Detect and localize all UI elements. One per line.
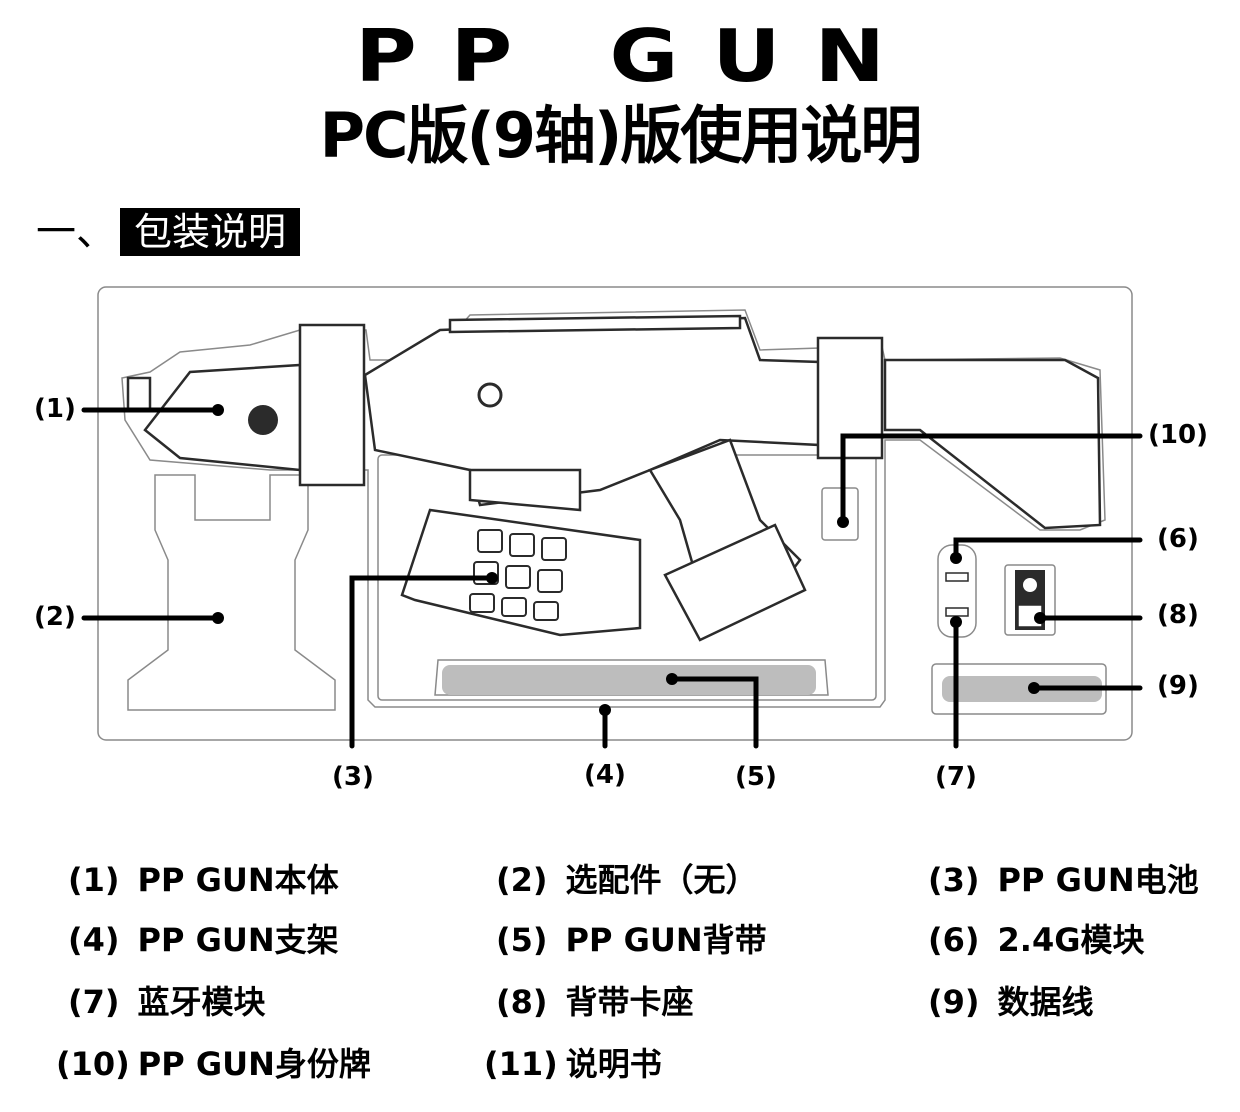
- grip-tag: [663, 523, 807, 642]
- barrel-tip: [126, 376, 152, 412]
- parts-legend: (1)PP GUN本体 (2)选配件（无） (3)PP GUN电池 (4)PP …: [0, 850, 1240, 1100]
- section-heading: 一、 包装说明: [36, 206, 301, 258]
- packaging-diagram: [81, 286, 1143, 749]
- gun-body: [126, 314, 1102, 642]
- page-title: PC版(9轴)版使用说明: [319, 99, 923, 172]
- legend-item: (9)数据线: [928, 983, 1094, 1021]
- stock: [883, 358, 1102, 530]
- battery-grid: [469, 529, 567, 621]
- top-rail: [448, 314, 742, 334]
- leader-6: [953, 537, 1143, 561]
- clip-cavity: [1004, 564, 1056, 636]
- module-slot-top: [945, 572, 969, 582]
- joystick-icon: [248, 405, 278, 435]
- legend-item: (1)PP GUN本体: [68, 861, 339, 899]
- foam-block-right: [816, 336, 884, 460]
- power-button-icon: [477, 382, 503, 408]
- legend-item: (3)PP GUN电池: [928, 861, 1199, 899]
- leader-3: [349, 575, 495, 749]
- leader-dots: [212, 404, 1046, 716]
- callout-7: (7): [935, 762, 977, 792]
- callout-6: (6): [1157, 524, 1199, 554]
- strap-fill: [442, 665, 816, 695]
- callout-9: (9): [1157, 671, 1199, 701]
- legend-item: (4)PP GUN支架: [68, 921, 339, 959]
- receiver: [363, 316, 822, 507]
- callout-3: (3): [332, 762, 374, 792]
- leader-5: [669, 676, 759, 749]
- callout-1: (1): [34, 394, 76, 424]
- callout-10: (10): [1148, 420, 1208, 450]
- legend-item: (5)PP GUN背带: [496, 921, 767, 959]
- legend-item: (11)说明书: [484, 1045, 662, 1083]
- legend-item: (2)选配件（无）: [496, 861, 758, 899]
- clip-hole: [1023, 578, 1037, 592]
- brand-title: PP GUN: [355, 13, 919, 99]
- tag-slot: [821, 487, 859, 541]
- cable-fill: [942, 676, 1102, 702]
- callout-8: (8): [1157, 600, 1199, 630]
- battery: [400, 508, 642, 637]
- foam-block-left: [298, 323, 366, 487]
- legend-item: (10)PP GUN身份牌: [56, 1045, 371, 1083]
- legend-item: (6)2.4G模块: [928, 921, 1145, 959]
- strap-tray-outline: [434, 659, 829, 696]
- section-number: 一、: [36, 209, 116, 255]
- callout-5: (5): [735, 762, 777, 792]
- callout-4: (4): [584, 760, 626, 790]
- legend-item: (7)蓝牙模块: [68, 983, 266, 1021]
- accessory-cavity: [127, 474, 336, 711]
- tray-outline: [97, 286, 1133, 741]
- callout-2: (2): [34, 602, 76, 632]
- magazine-well: [468, 468, 582, 512]
- module-slot-bottom: [945, 607, 969, 617]
- leader-10: [840, 433, 1143, 525]
- section-title: 包装说明: [120, 208, 301, 256]
- legend-item: (8)背带卡座: [496, 983, 694, 1021]
